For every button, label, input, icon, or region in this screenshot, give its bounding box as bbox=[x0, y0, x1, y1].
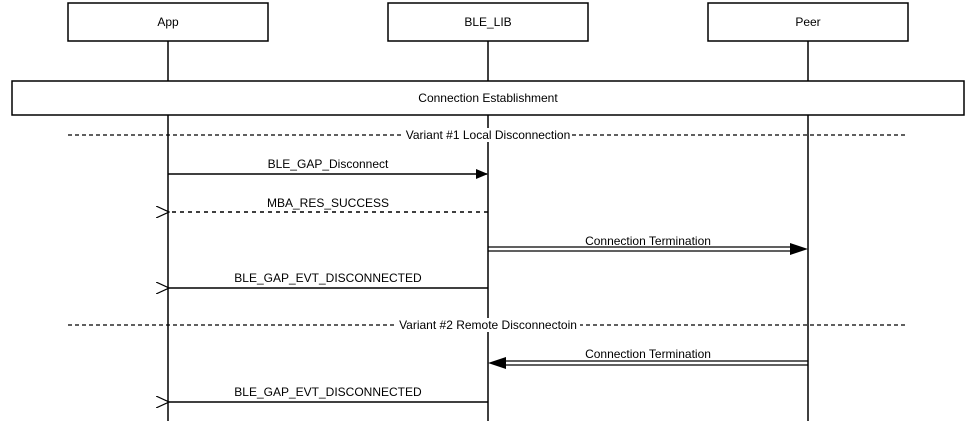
message-connection-termination-2: Connection Termination bbox=[488, 347, 808, 369]
participant-peer-label: Peer bbox=[795, 15, 820, 29]
participant-peer: Peer bbox=[707, 2, 909, 42]
connection-establishment-label: Connection Establishment bbox=[418, 91, 558, 105]
message-mba-res-success: MBA_RES_SUCCESS bbox=[169, 196, 488, 212]
message-label: Connection Termination bbox=[585, 234, 711, 248]
connection-establishment-box: Connection Establishment bbox=[11, 80, 965, 116]
variant-2-separator: Variant #2 Remote Disconnectoin bbox=[68, 318, 908, 332]
message-ble-gap-disconnect: BLE_GAP_Disconnect bbox=[168, 157, 488, 179]
message-label: Connection Termination bbox=[585, 347, 711, 361]
message-label: BLE_GAP_Disconnect bbox=[268, 157, 389, 171]
message-connection-termination-1: Connection Termination bbox=[488, 234, 808, 255]
participant-ble-lib: BLE_LIB bbox=[387, 2, 589, 42]
message-label: MBA_RES_SUCCESS bbox=[267, 196, 389, 210]
message-ble-gap-evt-disconnected-1: BLE_GAP_EVT_DISCONNECTED bbox=[169, 271, 488, 288]
participant-app-label: App bbox=[157, 15, 179, 29]
variant-2-label: Variant #2 Remote Disconnectoin bbox=[399, 318, 577, 332]
participant-app: App bbox=[67, 2, 269, 42]
variant-1-separator: Variant #1 Local Disconnection bbox=[68, 128, 908, 142]
message-label: BLE_GAP_EVT_DISCONNECTED bbox=[234, 271, 422, 285]
participant-ble-lib-label: BLE_LIB bbox=[464, 15, 511, 29]
message-label: BLE_GAP_EVT_DISCONNECTED bbox=[234, 385, 422, 399]
variant-1-label: Variant #1 Local Disconnection bbox=[406, 128, 571, 142]
message-ble-gap-evt-disconnected-2: BLE_GAP_EVT_DISCONNECTED bbox=[169, 385, 488, 402]
